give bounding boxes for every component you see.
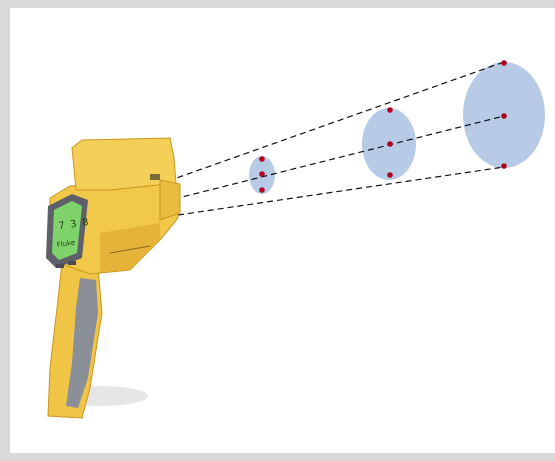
near-spot-top-dot [259,156,265,162]
middle-spot-bottom-dot [387,172,393,178]
beam-lines [167,61,505,216]
beam-line-middle [173,115,505,200]
display-readout-bottom: Fluke [56,239,75,250]
device-button-right [68,261,76,265]
device-button-left [56,264,64,268]
display-readout-top: 7 3 8 [58,217,89,232]
beam-line-bottom [177,166,505,216]
beam-line-top [167,61,505,182]
display-screen [52,201,82,260]
far-spot-center-dot [501,113,507,119]
spot-markers [259,60,507,193]
far-spot-bottom-dot [501,163,507,169]
near-spot-center-dot [259,171,265,177]
front-nose [159,179,181,221]
infrared-thermometer: 7 3 8 Fluke [46,137,181,419]
handle-rubber-insert [66,278,98,408]
side-label [109,245,151,254]
middle-spot-top-dot [387,107,393,113]
middle-spot-center-dot [387,141,393,147]
far-spot-top-dot [501,60,507,66]
illustration-canvas: 7 3 8 Fluke [10,8,555,453]
laser-window [150,174,160,180]
thermometer-illustration: 7 3 8 Fluke [46,60,545,419]
body-lower-shade [100,223,160,272]
near-spot-bottom-dot [259,187,265,193]
